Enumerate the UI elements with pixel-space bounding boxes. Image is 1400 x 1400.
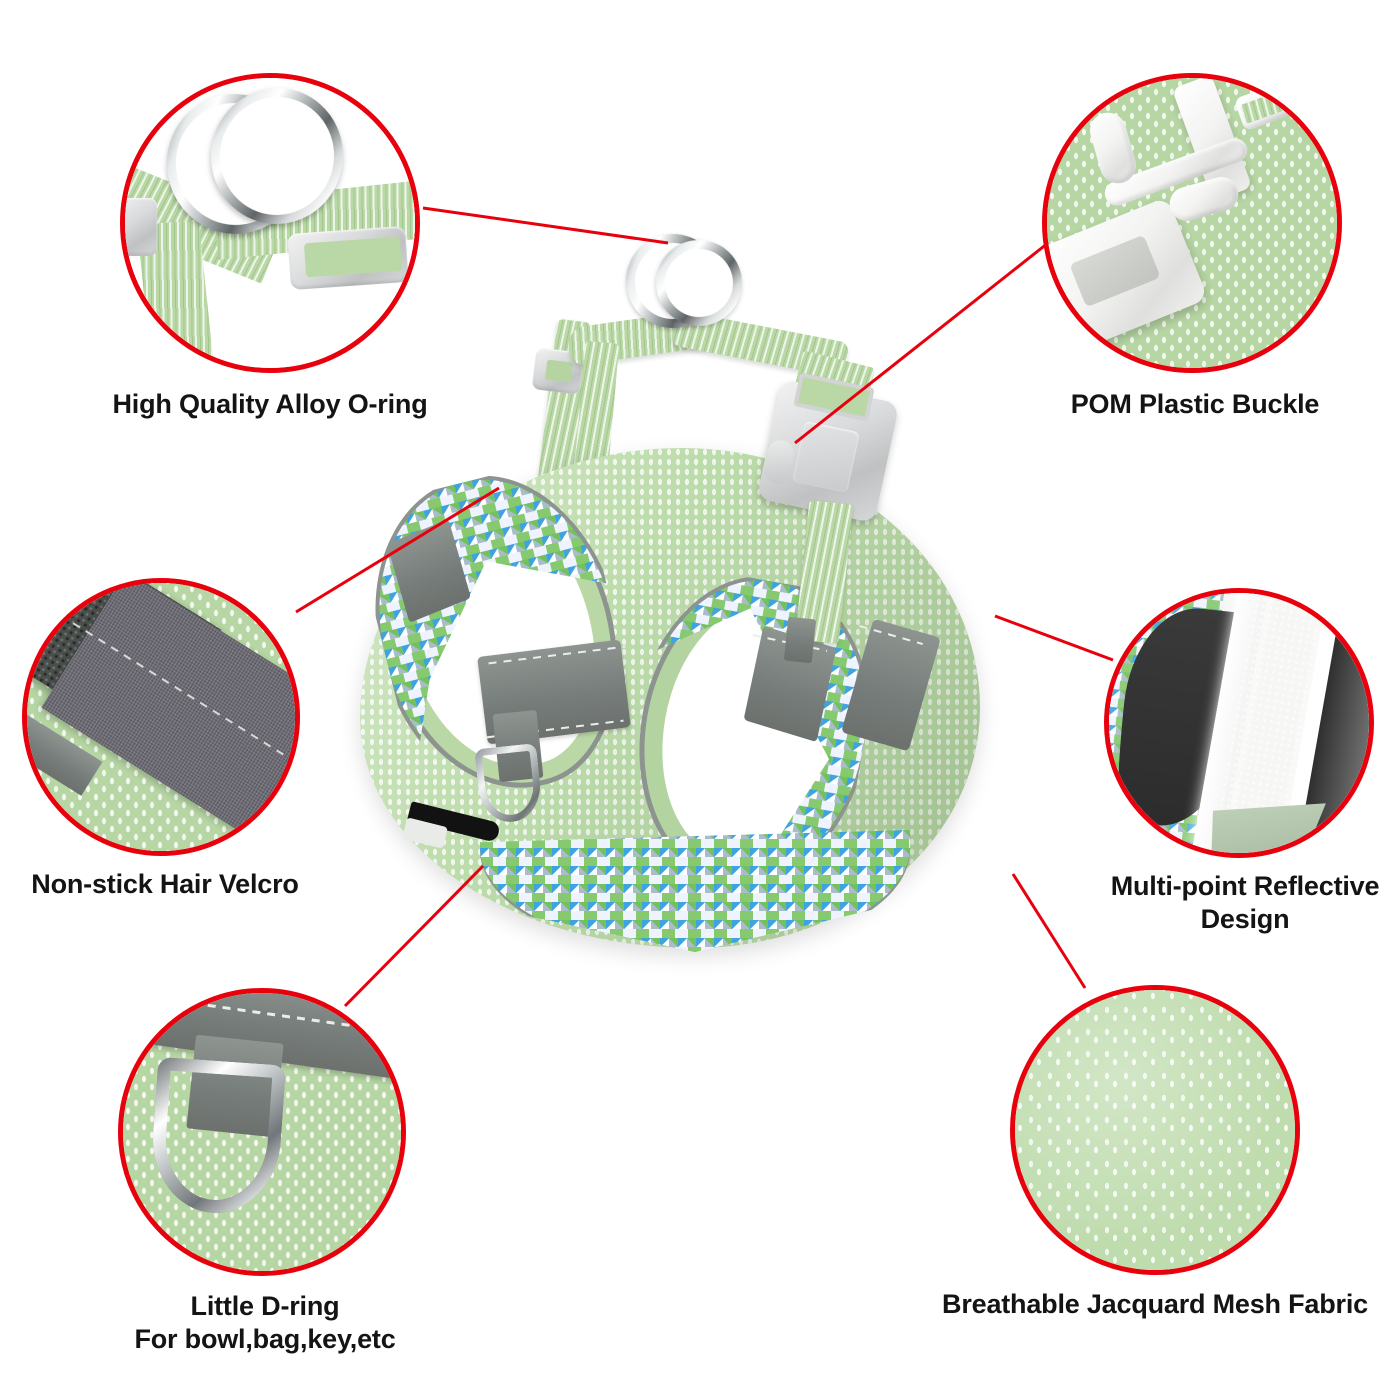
callout-bubble-alloy-o-ring xyxy=(120,73,420,373)
callout-label-alloy-o-ring: High Quality Alloy O-ring xyxy=(112,389,428,419)
callout-label-non-stick-hair-velcro: Non-stick Hair Velcro xyxy=(31,869,299,899)
zoom-keeper-left xyxy=(125,198,157,256)
callout-bubble-breathable-jacquard-mesh xyxy=(1010,985,1300,1275)
callout-bubble-multi-point-reflective xyxy=(1104,588,1374,858)
callout-label-multi-point-reflective: Multi-point Reflective Design xyxy=(1110,871,1380,934)
callout-label-little-d-ring: Little D-ring For bowl,bag,key,etc xyxy=(134,1291,396,1354)
product-harness-image xyxy=(300,230,1040,990)
zoom-keeper-right-slot xyxy=(303,236,403,278)
callout-label-pom-plastic-buckle: POM Plastic Buckle xyxy=(1070,389,1320,419)
strap-slider-slot xyxy=(544,359,574,383)
callout-bubble-pom-plastic-buckle xyxy=(1042,73,1342,373)
callout-label-breathable-jacquard-mesh: Breathable Jacquard Mesh Fabric xyxy=(942,1289,1368,1319)
strap-anchor-grey xyxy=(783,616,817,664)
zoom-jacquard-mesh-texture xyxy=(1015,990,1295,1270)
callout-bubble-little-d-ring xyxy=(118,988,406,1276)
callout-bubble-non-stick-hair-velcro xyxy=(22,578,300,856)
